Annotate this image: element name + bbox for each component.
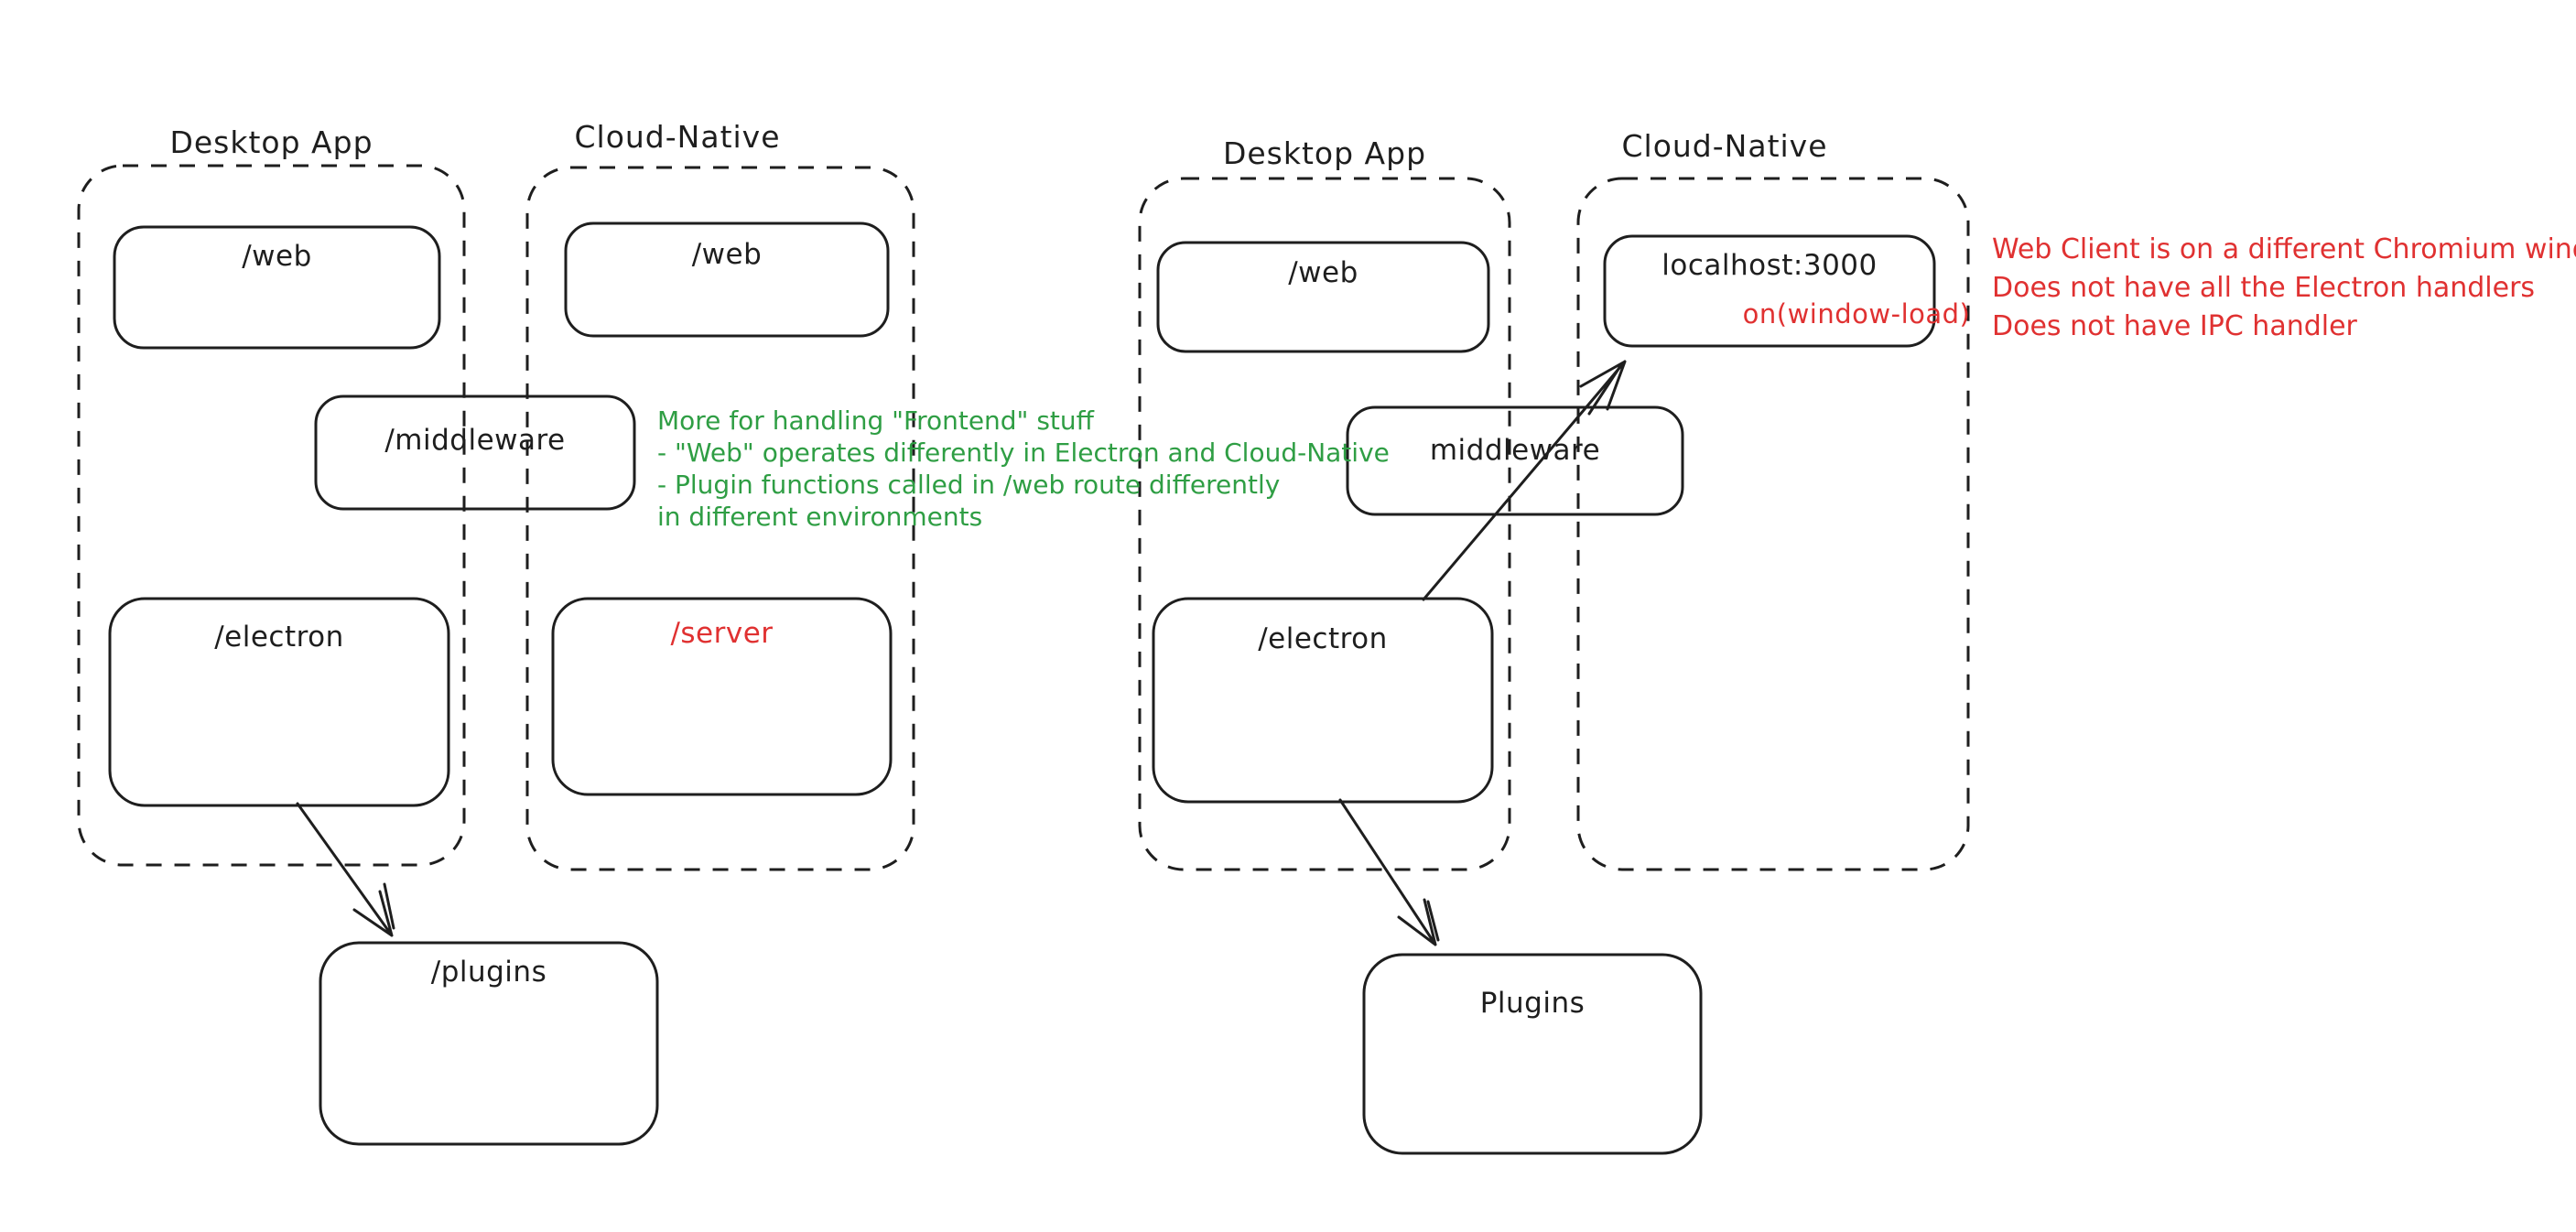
left-web-cloud-label: /web [691,238,763,271]
arrow-right-electron-to-plugins [1338,798,1440,946]
left-server-box [551,597,893,796]
left-plugins-box [319,941,659,1146]
right-localhost-title: localhost:3000 [1661,249,1878,282]
left-desktop-app-label: Desktop App [169,124,373,160]
arrow-right-electron-to-localhost [1422,360,1627,601]
green-annotation: More for handling "Frontend" stuff - "We… [657,405,1390,533]
right-desktop-app-label: Desktop App [1222,135,1427,171]
left-middleware-label: /middleware [384,424,566,457]
green-annotation-line-2: - "Web" operates differently in Electron… [657,438,1390,468]
green-annotation-line-1: More for handling "Frontend" stuff [657,405,1094,436]
left-cloud-native-container [525,166,915,871]
right-plugins-box [1362,953,1703,1155]
right-middleware-box [1346,405,1684,516]
right-web-box [1156,241,1490,353]
right-localhost-event: on(window-load) [1742,298,1971,330]
left-server-label: /server [670,617,774,650]
right-plugins-label: Plugins [1479,987,1586,1020]
left-web-desktop-label: /web [242,240,312,273]
left-web-desktop-box [113,225,441,350]
red-annotation-line-3: Does not have IPC handler [1992,310,2357,342]
left-middleware-box [314,394,636,511]
arrow-left-electron-to-plugins [296,802,395,937]
right-middleware-label: middleware [1429,434,1601,467]
left-electron-label: /electron [214,621,344,654]
left-desktop-app-container [77,164,466,867]
right-electron-box [1152,597,1494,804]
green-annotation-line-4: in different environments [657,502,983,532]
green-annotation-line-3: - Plugin functions called in /web route … [657,470,1281,500]
left-cloud-native-label: Cloud-Native [574,119,781,155]
right-desktop-app-container [1138,177,1511,871]
right-cloud-native-container [1576,177,1970,871]
right-cloud-native-label: Cloud-Native [1621,128,1828,164]
left-web-cloud-box [564,222,890,338]
left-plugins-label: /plugins [430,956,547,989]
right-localhost-box [1603,234,1936,348]
right-web-label: /web [1288,256,1358,289]
red-annotation: Web Client is on a different Chromium wi… [1992,231,2576,346]
red-annotation-line-2: Does not have all the Electron handlers [1992,272,2536,304]
left-electron-box [108,597,450,807]
right-electron-label: /electron [1258,622,1388,655]
red-annotation-line-1: Web Client is on a different Chromium wi… [1992,233,2576,265]
